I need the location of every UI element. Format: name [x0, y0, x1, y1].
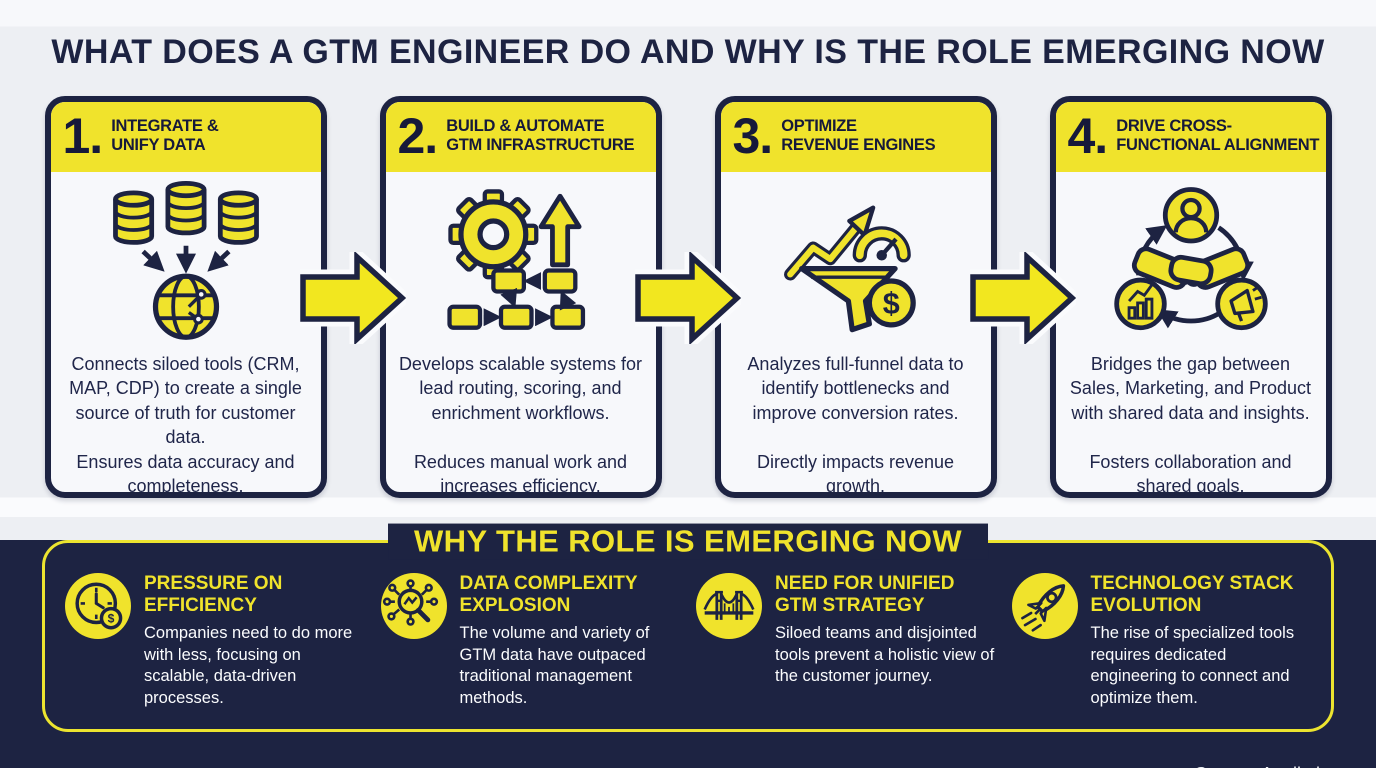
funnel-revenue-icon: $	[721, 172, 991, 350]
top-section: WHAT DOES A GTM ENGINEER DO AND WHY IS T…	[0, 0, 1376, 517]
step-header: 1. INTEGRATE & UNIFY DATA	[50, 102, 321, 172]
step-description: Analyzes full-funnel data to identify bo…	[747, 354, 964, 497]
why-section-title: WHY THE ROLE IS EMERGING NOW	[388, 523, 988, 560]
step-description: Develops scalable systems for lead routi…	[398, 354, 643, 497]
step-header: 4. DRIVE CROSS- FUNCTIONAL ALIGNMENT	[1055, 102, 1326, 172]
reason-description: Companies need to do more with less, foc…	[144, 624, 353, 707]
reason-title: DATA COMPLEXITY EXPLOSION	[459, 573, 638, 616]
step-header: 2. BUILD & AUTOMATE GTM INFRASTRUCTURE	[385, 102, 656, 172]
step-number: 4.	[1067, 107, 1109, 164]
svg-text:$: $	[882, 286, 899, 320]
steps-row: 1. INTEGRATE & UNIFY DATA	[0, 96, 1376, 498]
step-card-cross-functional-alignment: 4. DRIVE CROSS- FUNCTIONAL ALIGNMENT	[1049, 96, 1332, 498]
rocket-icon	[1011, 573, 1078, 639]
reasons-row: $ PRESSURE ON EFFICIENCY Companies need …	[45, 543, 1331, 709]
step-card-build-automate-infrastructure: 2. BUILD & AUTOMATE GTM INFRASTRUCTURE	[379, 96, 662, 498]
step-number: 1.	[62, 107, 104, 164]
flow-arrow-slot	[300, 96, 406, 498]
step-title: BUILD & AUTOMATE GTM INFRASTRUCTURE	[446, 116, 635, 154]
step-card-integrate-unify-data: 1. INTEGRATE & UNIFY DATA	[44, 96, 327, 498]
right-arrow-icon	[970, 252, 1076, 344]
reason-data-complexity-explosion: DATA COMPLEXITY EXPLOSION The volume and…	[380, 573, 687, 709]
step-description: Connects siloed tools (CRM, MAP, CDP) to…	[69, 354, 302, 497]
why-panel: WHY THE ROLE IS EMERGING NOW $	[42, 523, 1334, 732]
step-header: 3. OPTIMIZE REVENUE ENGINES	[720, 102, 991, 172]
page-title: WHAT DOES A GTM ENGINEER DO AND WHY IS T…	[51, 33, 1325, 71]
gear-automation-icon	[386, 172, 656, 350]
collaboration-cycle-icon	[1056, 172, 1326, 350]
step-card-optimize-revenue-engines: 3. OPTIMIZE REVENUE ENGINES	[714, 96, 997, 498]
step-title: OPTIMIZE REVENUE ENGINES	[781, 116, 936, 154]
step-number: 2.	[397, 107, 439, 164]
right-arrow-icon	[300, 252, 406, 344]
reason-description: The volume and variety of GTM data have …	[459, 624, 650, 707]
data-network-icon	[380, 573, 447, 639]
svg-text:$: $	[108, 612, 115, 626]
reason-title: NEED FOR UNIFIED GTM STRATEGY	[775, 573, 955, 616]
why-section: WHY THE ROLE IS EMERGING NOW $	[0, 523, 1376, 768]
reason-pressure-on-efficiency: $ PRESSURE ON EFFICIENCY Companies need …	[65, 573, 371, 709]
flow-arrow-slot	[970, 96, 1076, 498]
flow-arrow-slot	[635, 96, 741, 498]
bridge-icon	[696, 573, 762, 639]
step-description: Bridges the gap between Sales, Marketing…	[1069, 354, 1312, 497]
reason-title: PRESSURE ON EFFICIENCY	[144, 573, 283, 616]
databases-to-hub-icon	[51, 172, 321, 350]
reason-title: TECHNOLOGY STACK EVOLUTION	[1090, 573, 1294, 616]
reason-technology-stack-evolution: TECHNOLOGY STACK EVOLUTION The rise of s…	[1011, 573, 1318, 709]
clock-dollar-icon: $	[65, 573, 131, 639]
step-title: INTEGRATE & UNIFY DATA	[111, 116, 219, 154]
step-title: DRIVE CROSS- FUNCTIONAL ALIGNMENT	[1116, 116, 1320, 154]
source-credit: Source: Apollo.io	[1195, 764, 1330, 768]
reason-unified-gtm-strategy: NEED FOR UNIFIED GTM STRATEGY Siloed tea…	[696, 573, 1002, 709]
step-number: 3.	[732, 107, 774, 164]
reason-description: Siloed teams and disjointed tools preven…	[775, 624, 995, 686]
right-arrow-icon	[635, 252, 741, 344]
reason-description: The rise of specialized tools requires d…	[1090, 624, 1295, 707]
